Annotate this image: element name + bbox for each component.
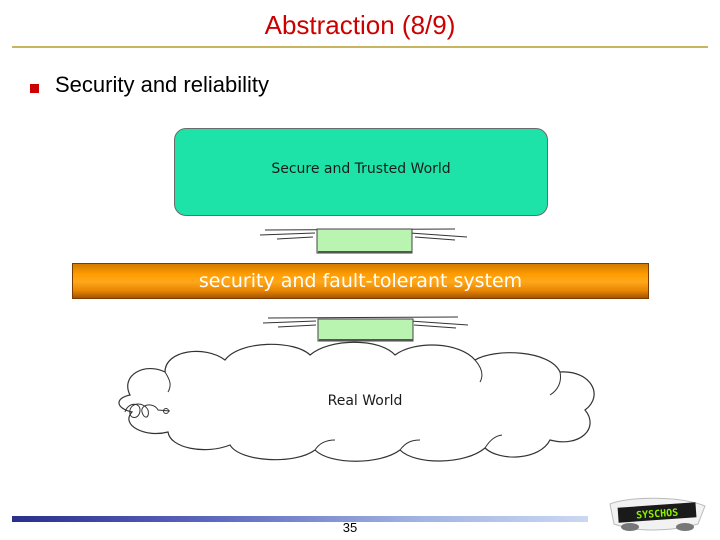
secure-world-box xyxy=(174,128,548,216)
upper-connector xyxy=(259,228,468,254)
bullet-text: Security and reliability xyxy=(55,72,269,97)
real-world-label: Real World xyxy=(327,393,403,409)
footer-gradient-bar xyxy=(12,516,588,522)
slide-title: Abstraction (8/9) xyxy=(264,10,456,40)
svg-text:SYSCHOS: SYSCHOS xyxy=(636,508,679,522)
title-divider xyxy=(12,46,708,48)
real-world-cloud xyxy=(118,341,595,462)
fault-tolerant-system-bar xyxy=(72,263,649,299)
secure-world-label: Secure and Trusted World xyxy=(271,161,451,177)
bullet-square-icon xyxy=(30,84,39,93)
fault-tolerant-system-label: security and fault-tolerant system xyxy=(198,270,523,292)
lower-connector xyxy=(262,316,469,342)
syschos-logo: SYSCHOS xyxy=(609,497,706,531)
page-number: 35 xyxy=(342,520,358,535)
